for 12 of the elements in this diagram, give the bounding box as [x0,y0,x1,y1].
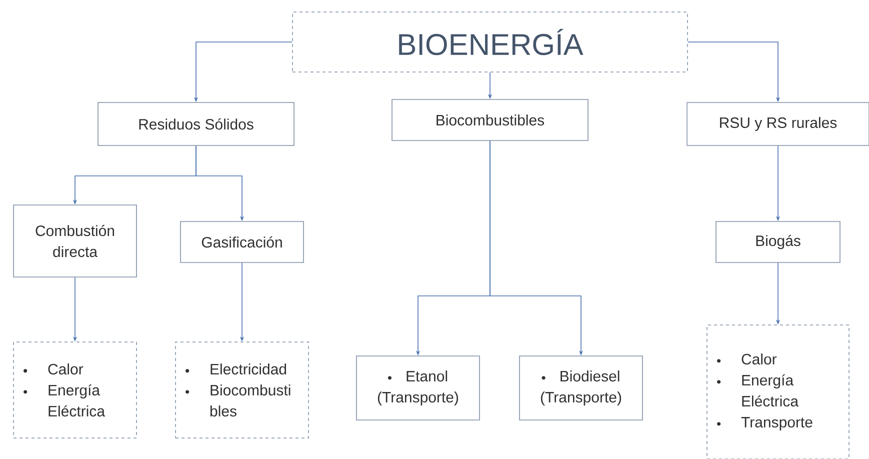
output-list-box: Electricidad Biocombusti bles [175,342,309,438]
output-list-box: Calor Energía Eléctrica [13,342,137,438]
output-list-box: Calor Energía Eléctrica Transporte [706,324,850,459]
product-box: Biodiesel (Transporte) [519,356,643,420]
process-box: Gasificación [180,221,304,263]
category-box: Biocombustibles [392,99,588,141]
title-box: BIOENERGÍA [292,12,688,72]
process-box: Biogás [716,221,840,263]
category-box: Residuos Sólidos [98,102,294,146]
category-box: RSU y RS rurales [686,102,869,146]
product-box: Etanol (Transporte) [356,356,480,420]
process-box: Combustión directa [13,204,137,278]
